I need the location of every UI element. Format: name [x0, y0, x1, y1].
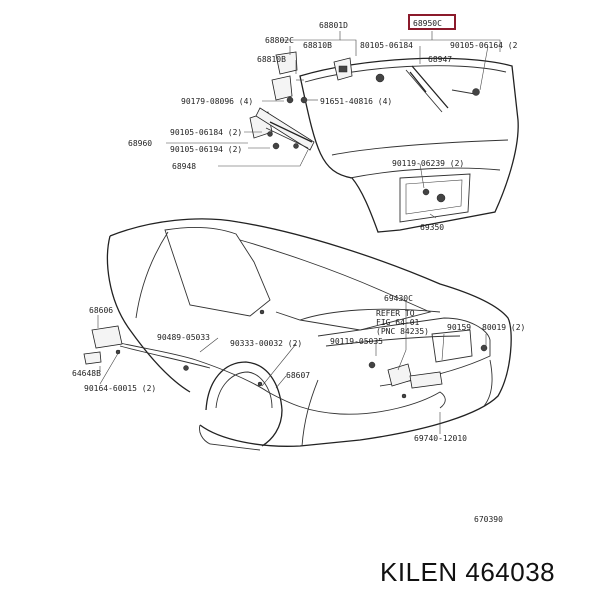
label-68606: 68606	[89, 306, 113, 315]
label-68801D: 68801D	[319, 21, 348, 30]
label-64648B: 64648B	[72, 369, 101, 378]
label-68960: 68960	[128, 139, 152, 148]
label-90164-60015: 90164-60015 (2)	[84, 384, 156, 393]
highlight-box	[408, 14, 456, 30]
label-90105-06194: 90105-06194 (2)	[170, 145, 242, 154]
label-90489-05033: 90489-05033	[157, 333, 210, 342]
label-80105-06184: 80105-06184	[360, 41, 413, 50]
label-68810B-a: 68810B	[303, 41, 332, 50]
label-90159: 90159	[447, 323, 471, 332]
part-labels: 68801D 68950C 68802C 68810B 80105-06184 …	[72, 19, 525, 524]
release-cable	[83, 309, 488, 415]
label-68948: 68948	[172, 162, 196, 171]
label-69740-12010: 69740-12010	[414, 434, 467, 443]
label-90333-00032: 90333-00032 (2)	[230, 339, 302, 348]
label-90119-05035: 90119-05035	[330, 337, 383, 346]
fasteners-top	[267, 73, 480, 203]
label-90105-06184-b: 90105-06184 (2)	[170, 128, 242, 137]
gas-struts	[265, 65, 449, 149]
label-68810B-b: 68810B	[257, 55, 286, 64]
label-68950C: 68950C	[413, 19, 442, 28]
label-69350: 69350	[420, 223, 444, 232]
label-69430C: 69430C	[384, 294, 413, 303]
label-fig: FIG 64-01	[376, 318, 420, 327]
leader-lines-bottom	[97, 300, 487, 434]
label-90119-06239: 90119-06239 (2)	[392, 159, 464, 168]
label-68802C: 68802C	[265, 36, 294, 45]
label-90105-06164: 90105-06164 (2	[450, 41, 518, 50]
brand-part-number: KILEN 464038	[380, 557, 555, 587]
label-pnc: (PNC 84235)	[376, 327, 429, 336]
label-refer-to: REFER TO	[376, 309, 415, 318]
leader-lines-top	[166, 31, 501, 219]
label-670390: 670390	[474, 515, 503, 524]
label-68607: 68607	[286, 371, 310, 380]
label-91651-40816: 91651-40816 (4)	[320, 97, 392, 106]
trunk-lid	[299, 57, 519, 233]
label-80019: 80019 (2)	[482, 323, 525, 332]
label-90179-08096: 90179-08096 (4)	[181, 97, 253, 106]
label-68947: 68947	[428, 55, 452, 64]
